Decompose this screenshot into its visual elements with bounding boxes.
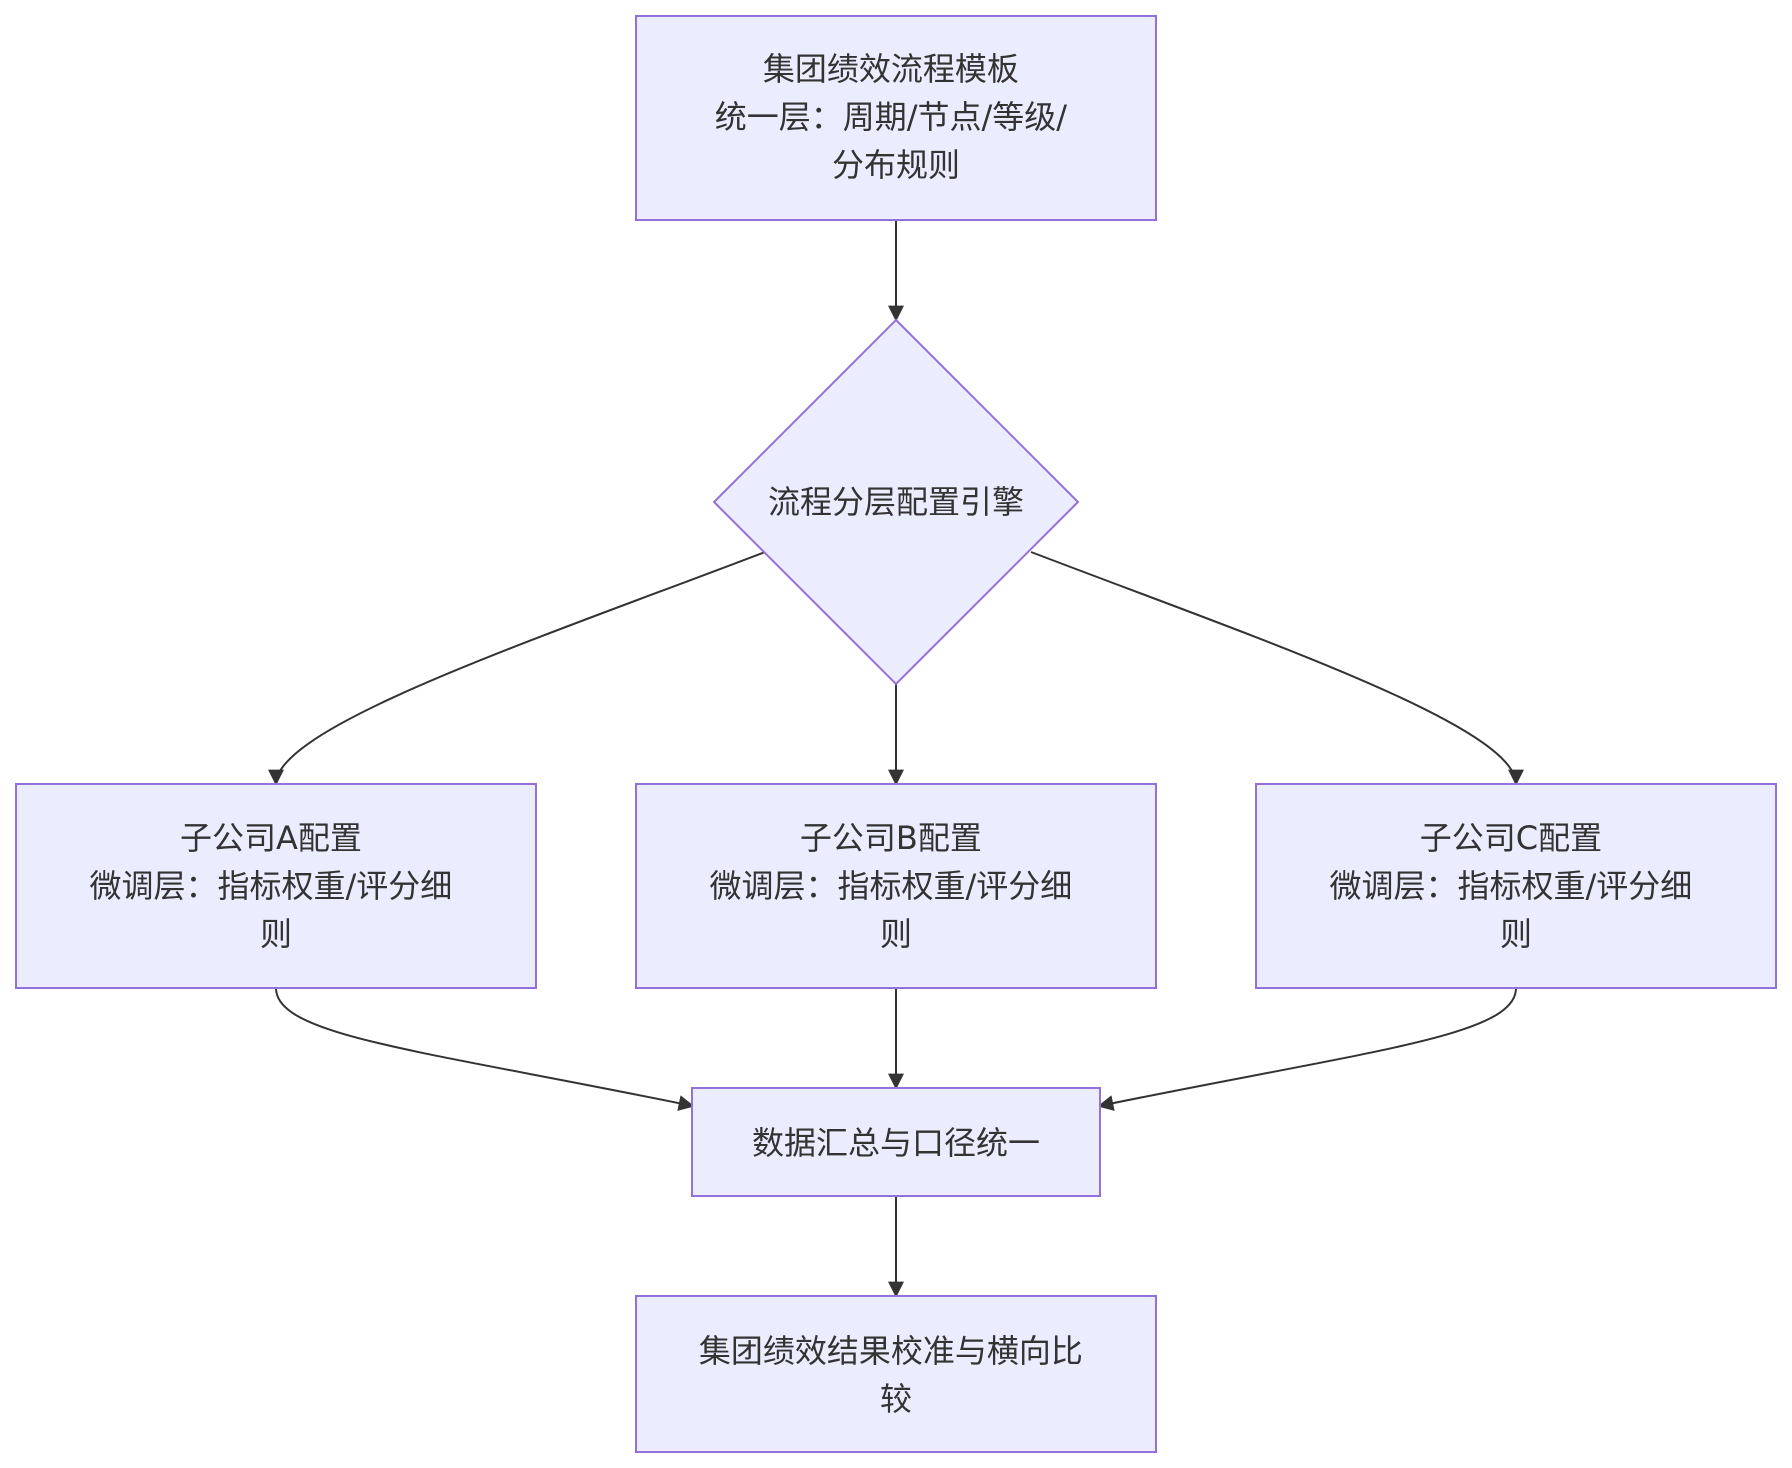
edge-engine-to-sub-a xyxy=(268,551,766,786)
svg-text:子公司B配置 微调层：指标权重/评分细: 子公司B配置 微调层：指标权重/评分细 则 xyxy=(710,819,1083,953)
node-calibrate-line-1: 集团绩效结果校准与横向比 xyxy=(699,1332,1083,1370)
edge-sub-c-to-aggregate xyxy=(1097,987,1517,1111)
node-template-line-3: 分布规则 xyxy=(832,146,960,184)
svg-text:流程分层配置引擎: 流程分层配置引擎 xyxy=(768,483,1024,521)
node-template: 集团绩效流程模板 统一层：周期/节点/等级/ 分布规则 xyxy=(635,15,1157,221)
node-sub-b-line-1: 子公司B配置 xyxy=(800,819,982,857)
node-engine-line-1: 流程分层配置引擎 xyxy=(768,483,1024,521)
node-sub-c-line-2: 微调层：指标权重/评分细 xyxy=(1330,867,1693,905)
node-sub-b: 子公司B配置 微调层：指标权重/评分细 则 xyxy=(635,783,1157,989)
node-template-line-2: 统一层：周期/节点/等级/ xyxy=(715,98,1068,136)
svg-text:集团绩效结果校准与横向比 较: 集团绩效结果校准与横向比 较 xyxy=(699,1332,1093,1418)
edge-engine-to-sub-c xyxy=(1030,551,1524,786)
node-template-line-1: 集团绩效流程模板 xyxy=(763,50,1019,88)
node-calibrate: 集团绩效结果校准与横向比 较 xyxy=(635,1295,1157,1453)
node-sub-a-line-1: 子公司A配置 xyxy=(180,819,362,857)
node-sub-a-line-2: 微调层：指标权重/评分细 xyxy=(90,867,453,905)
node-sub-b-line-2: 微调层：指标权重/评分细 xyxy=(710,867,1073,905)
svg-text:数据汇总与口径统一: 数据汇总与口径统一 xyxy=(752,1124,1040,1162)
node-sub-c-line-1: 子公司C配置 xyxy=(1420,819,1602,857)
svg-text:子公司C配置 微调层：指标权重/评分细: 子公司C配置 微调层：指标权重/评分细 则 xyxy=(1330,819,1703,953)
svg-text:集团绩效流程模板 统一层：周期/节点/等级/: 集团绩效流程模板 统一层：周期/节点/等级/ 分布规则 xyxy=(715,50,1078,184)
node-sub-b-line-3: 则 xyxy=(880,915,912,953)
edges xyxy=(268,220,1524,1298)
node-sub-a-line-3: 则 xyxy=(260,915,292,953)
node-aggregate: 数据汇总与口径统一 xyxy=(691,1087,1101,1197)
svg-text:子公司A配置 微调层：指标权重/评分细: 子公司A配置 微调层：指标权重/评分细 则 xyxy=(90,819,463,953)
node-sub-c: 子公司C配置 微调层：指标权重/评分细 则 xyxy=(1255,783,1777,989)
node-sub-a: 子公司A配置 微调层：指标权重/评分细 则 xyxy=(15,783,537,989)
node-engine-decision: 流程分层配置引擎 xyxy=(712,318,1080,686)
node-calibrate-line-2: 较 xyxy=(880,1380,912,1418)
edge-sub-a-to-aggregate xyxy=(275,987,695,1111)
node-aggregate-line-1: 数据汇总与口径统一 xyxy=(752,1124,1040,1162)
node-sub-c-line-3: 则 xyxy=(1500,915,1532,953)
